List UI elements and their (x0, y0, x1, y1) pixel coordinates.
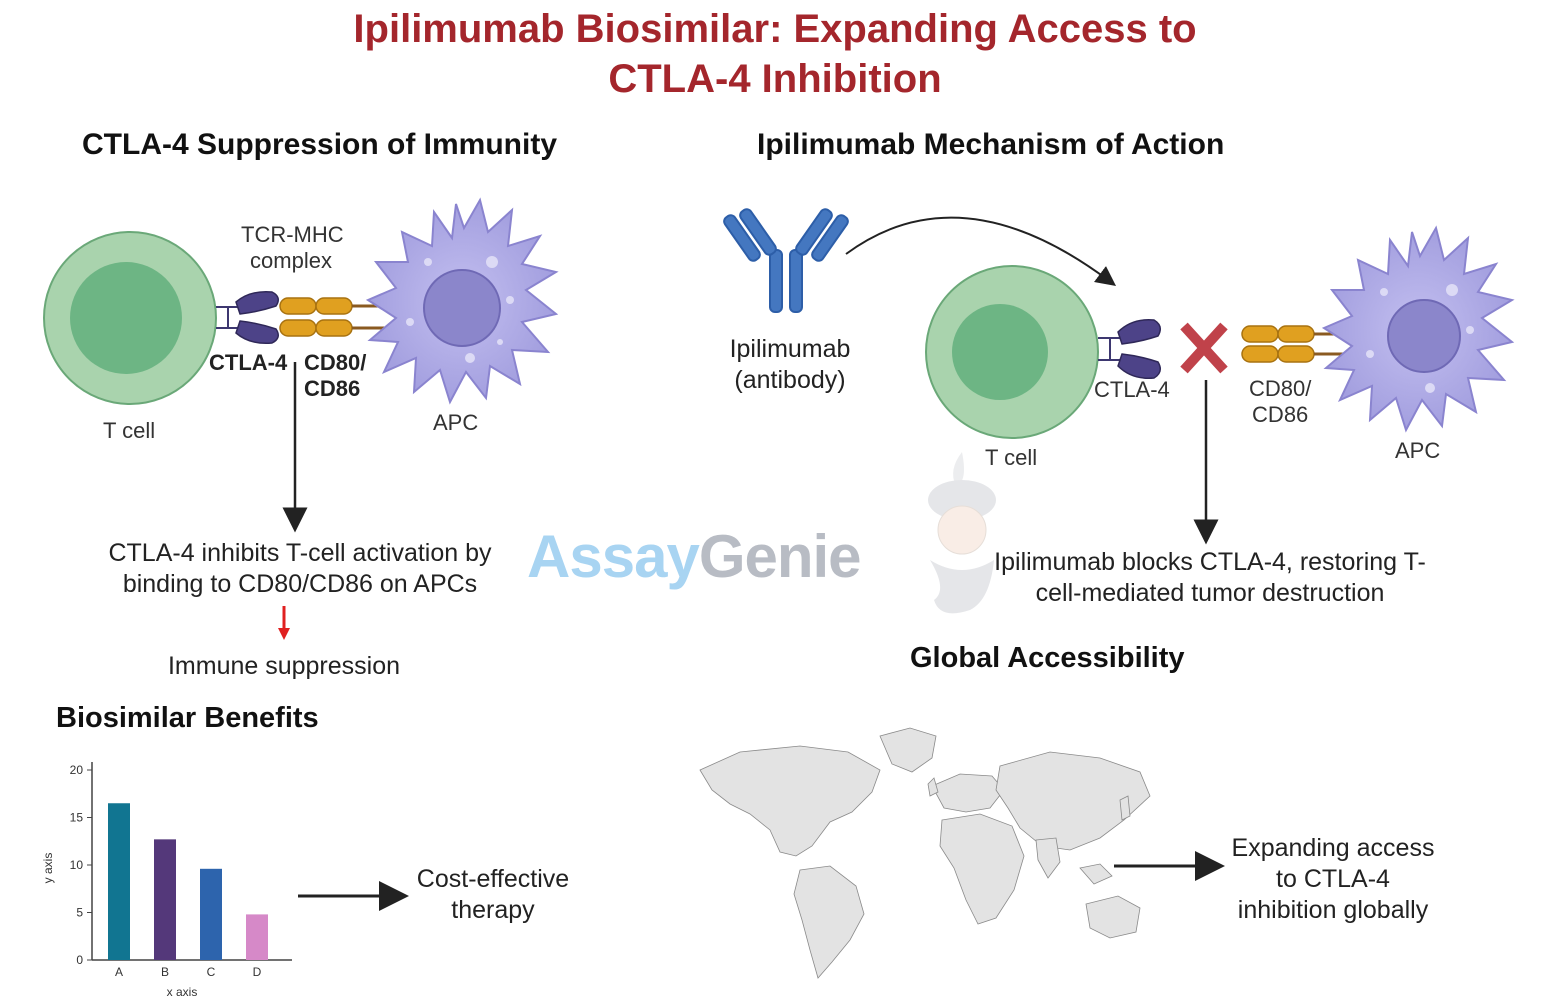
immune-suppression-text: Immune suppression (167, 652, 401, 680)
right-cd80-label-line-1: CD80/ (1249, 376, 1312, 401)
chart-bar-b (154, 839, 176, 960)
watermark-part-1: Assay (527, 523, 700, 590)
cost-effective-text: Cost-effective therapy (400, 864, 586, 926)
left-result-line-2: binding to CD80/CD86 on APCs (122, 570, 478, 598)
world-map (699, 727, 1151, 979)
right-cd80-ligand (1241, 325, 1315, 363)
tcr-mhc-label-line-1: TCR-MHC (241, 222, 344, 247)
right-result-line-2: cell-mediated tumor destruction (1035, 579, 1385, 607)
right-result-text: Ipilimumab blocks CTLA-4, restoring T- c… (970, 547, 1450, 609)
antibody-label-line-2: (antibody) (734, 366, 846, 394)
left-result-text: CTLA-4 inhibits T-cell activation by bin… (70, 538, 530, 600)
global-outcome-line-2: to CTLA-4 (1276, 865, 1390, 893)
genie-mascot-icon (928, 452, 996, 614)
red-down-arrow (278, 606, 290, 640)
left-cd80-label: CD80/ CD86 (304, 350, 366, 402)
bar-chart: 0 5 10 15 20 A B C D (70, 762, 292, 979)
left-cd80-label-line-2: CD86 (304, 376, 361, 401)
left-ctla4-receptor (235, 290, 279, 345)
left-cd80-label-line-1: CD80/ (304, 350, 367, 375)
chart-y-tick-label: 10 (70, 858, 84, 872)
left-panel-heading: CTLA-4 Suppression of Immunity (82, 128, 558, 161)
global-heading: Global Accessibility (910, 642, 1185, 674)
chart-bar-d (246, 914, 268, 960)
global-outcome-line-1: Expanding access (1231, 834, 1435, 862)
right-ctla4-label: CTLA-4 (1094, 377, 1170, 402)
block-x-icon (1180, 322, 1228, 374)
chart-y-tick-label: 15 (70, 811, 84, 825)
title-line-2: CTLA-4 Inhibition (608, 57, 942, 101)
chart-category-label: B (161, 965, 169, 979)
global-outcome-line-3: inhibition globally (1237, 896, 1429, 924)
right-apc (1321, 225, 1515, 433)
right-result-line-1: Ipilimumab blocks CTLA-4, restoring T- (994, 548, 1426, 576)
chart-y-tick-label: 20 (70, 763, 84, 777)
title-line-1: Ipilimumab Biosimilar: Expanding Access … (353, 7, 1197, 51)
chart-x-label: x axis (167, 985, 198, 999)
right-ctla4-receptor (1117, 319, 1161, 379)
antibody-label-line-1: Ipilimumab (729, 335, 851, 363)
global-outcome-text: Expanding access to CTLA-4 inhibition gl… (1218, 833, 1448, 926)
antibody-icon (723, 208, 849, 313)
tcr-mhc-label: TCR-MHC complex (241, 222, 344, 274)
watermark-part-2: Genie (698, 523, 862, 590)
antibody-label: Ipilimumab (antibody) (700, 334, 880, 396)
assaygenie-watermark: AssayGenie (527, 522, 862, 591)
left-apc-label: APC (433, 410, 479, 435)
left-apc (365, 197, 559, 405)
chart-y-tick-label: 5 (76, 906, 83, 920)
right-cd80-label-line-2: CD86 (1252, 402, 1309, 427)
chart-bar-c (200, 868, 222, 960)
page-title: Ipilimumab Biosimilar: Expanding Access … (0, 4, 1550, 104)
chart-category-label: C (207, 965, 216, 979)
left-tcell-label: T cell (103, 418, 156, 443)
left-ctla4-label: CTLA-4 (209, 350, 288, 375)
right-cd80-label: CD80/ CD86 (1249, 376, 1311, 428)
tcr-mhc-label-line-2: complex (250, 248, 332, 273)
right-apc-label: APC (1395, 438, 1441, 463)
benefits-heading: Biosimilar Benefits (56, 702, 319, 734)
chart-category-label: A (115, 965, 123, 979)
right-tcell (925, 265, 1099, 439)
right-tcell-label: T cell (985, 445, 1038, 470)
left-result-line-1: CTLA-4 inhibits T-cell activation by (108, 539, 492, 567)
chart-y-tick-label: 0 (76, 953, 83, 967)
right-ctla4-connector (1098, 337, 1122, 361)
right-panel-heading: Ipilimumab Mechanism of Action (757, 128, 1225, 161)
left-tcell (43, 231, 217, 405)
cost-effective-line-1: Cost-effective (416, 865, 570, 893)
antibody-curved-arrow (845, 216, 1117, 286)
chart-bar-a (108, 803, 130, 960)
chart-y-label: y axis (41, 853, 55, 884)
left-cd80-ligand (279, 297, 353, 337)
left-ctla4-connector (216, 306, 240, 329)
chart-category-label: D (253, 965, 262, 979)
cost-effective-line-2: therapy (451, 896, 535, 924)
